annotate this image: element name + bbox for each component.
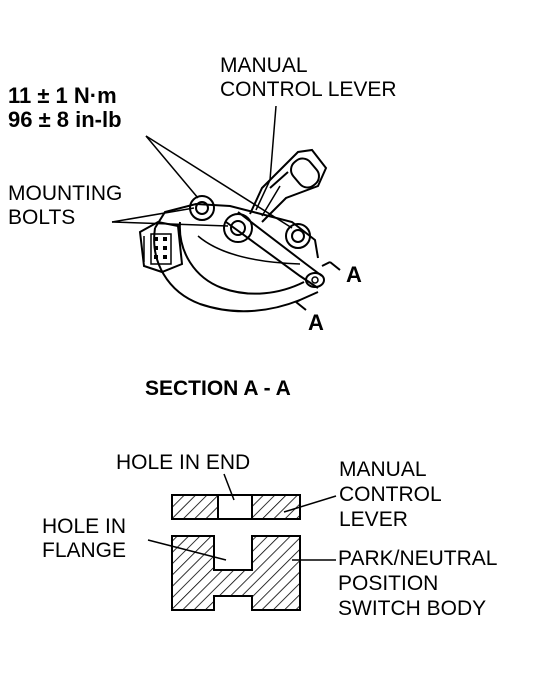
manual-control-lever-label-line1: MANUAL [220, 54, 308, 77]
section-cut-marker [295, 261, 341, 311]
section-view [171, 494, 301, 611]
mounting-bolts-label-line1: MOUNTING [8, 182, 122, 205]
switch-body-label-line2: POSITION [338, 572, 438, 595]
switch-body-section [171, 535, 301, 611]
section-lever-label-line2: CONTROL [339, 483, 442, 506]
section-title: SECTION A - A [145, 377, 291, 400]
mounting-bolt-center [223, 213, 253, 243]
section-marker-lower: A [308, 310, 324, 335]
hole-in-end-label: HOLE IN END [116, 451, 250, 474]
switch-body-label-line3: SWITCH BODY [338, 597, 486, 620]
section-lever-label-line1: MANUAL [339, 458, 427, 481]
switch-body-label-line1: PARK/NEUTRAL [338, 547, 497, 570]
lever-end-eye [305, 272, 325, 288]
mounting-bolts-label-line2: BOLTS [8, 206, 75, 229]
lever-section [171, 494, 301, 520]
section-lever-label-line3: LEVER [339, 508, 408, 531]
hole-in-flange-label-line1: HOLE IN [42, 515, 126, 538]
section-marker-upper: A [346, 262, 362, 287]
mounting-bolt-right [285, 223, 311, 249]
torque-imperial: 96 ± 8 in-lb [8, 107, 122, 132]
leader-lines-top [111, 105, 293, 229]
manual-control-lever [249, 148, 328, 223]
switch-assembly-illustration [138, 148, 341, 313]
hole-in-flange-label-line2: FLANGE [42, 539, 126, 562]
torque-metric: 11 ± 1 N·m [8, 83, 117, 108]
leader-lines-bottom [147, 473, 337, 561]
electrical-connector [138, 220, 184, 274]
manual-control-lever-label-line2: CONTROL LEVER [220, 78, 397, 101]
